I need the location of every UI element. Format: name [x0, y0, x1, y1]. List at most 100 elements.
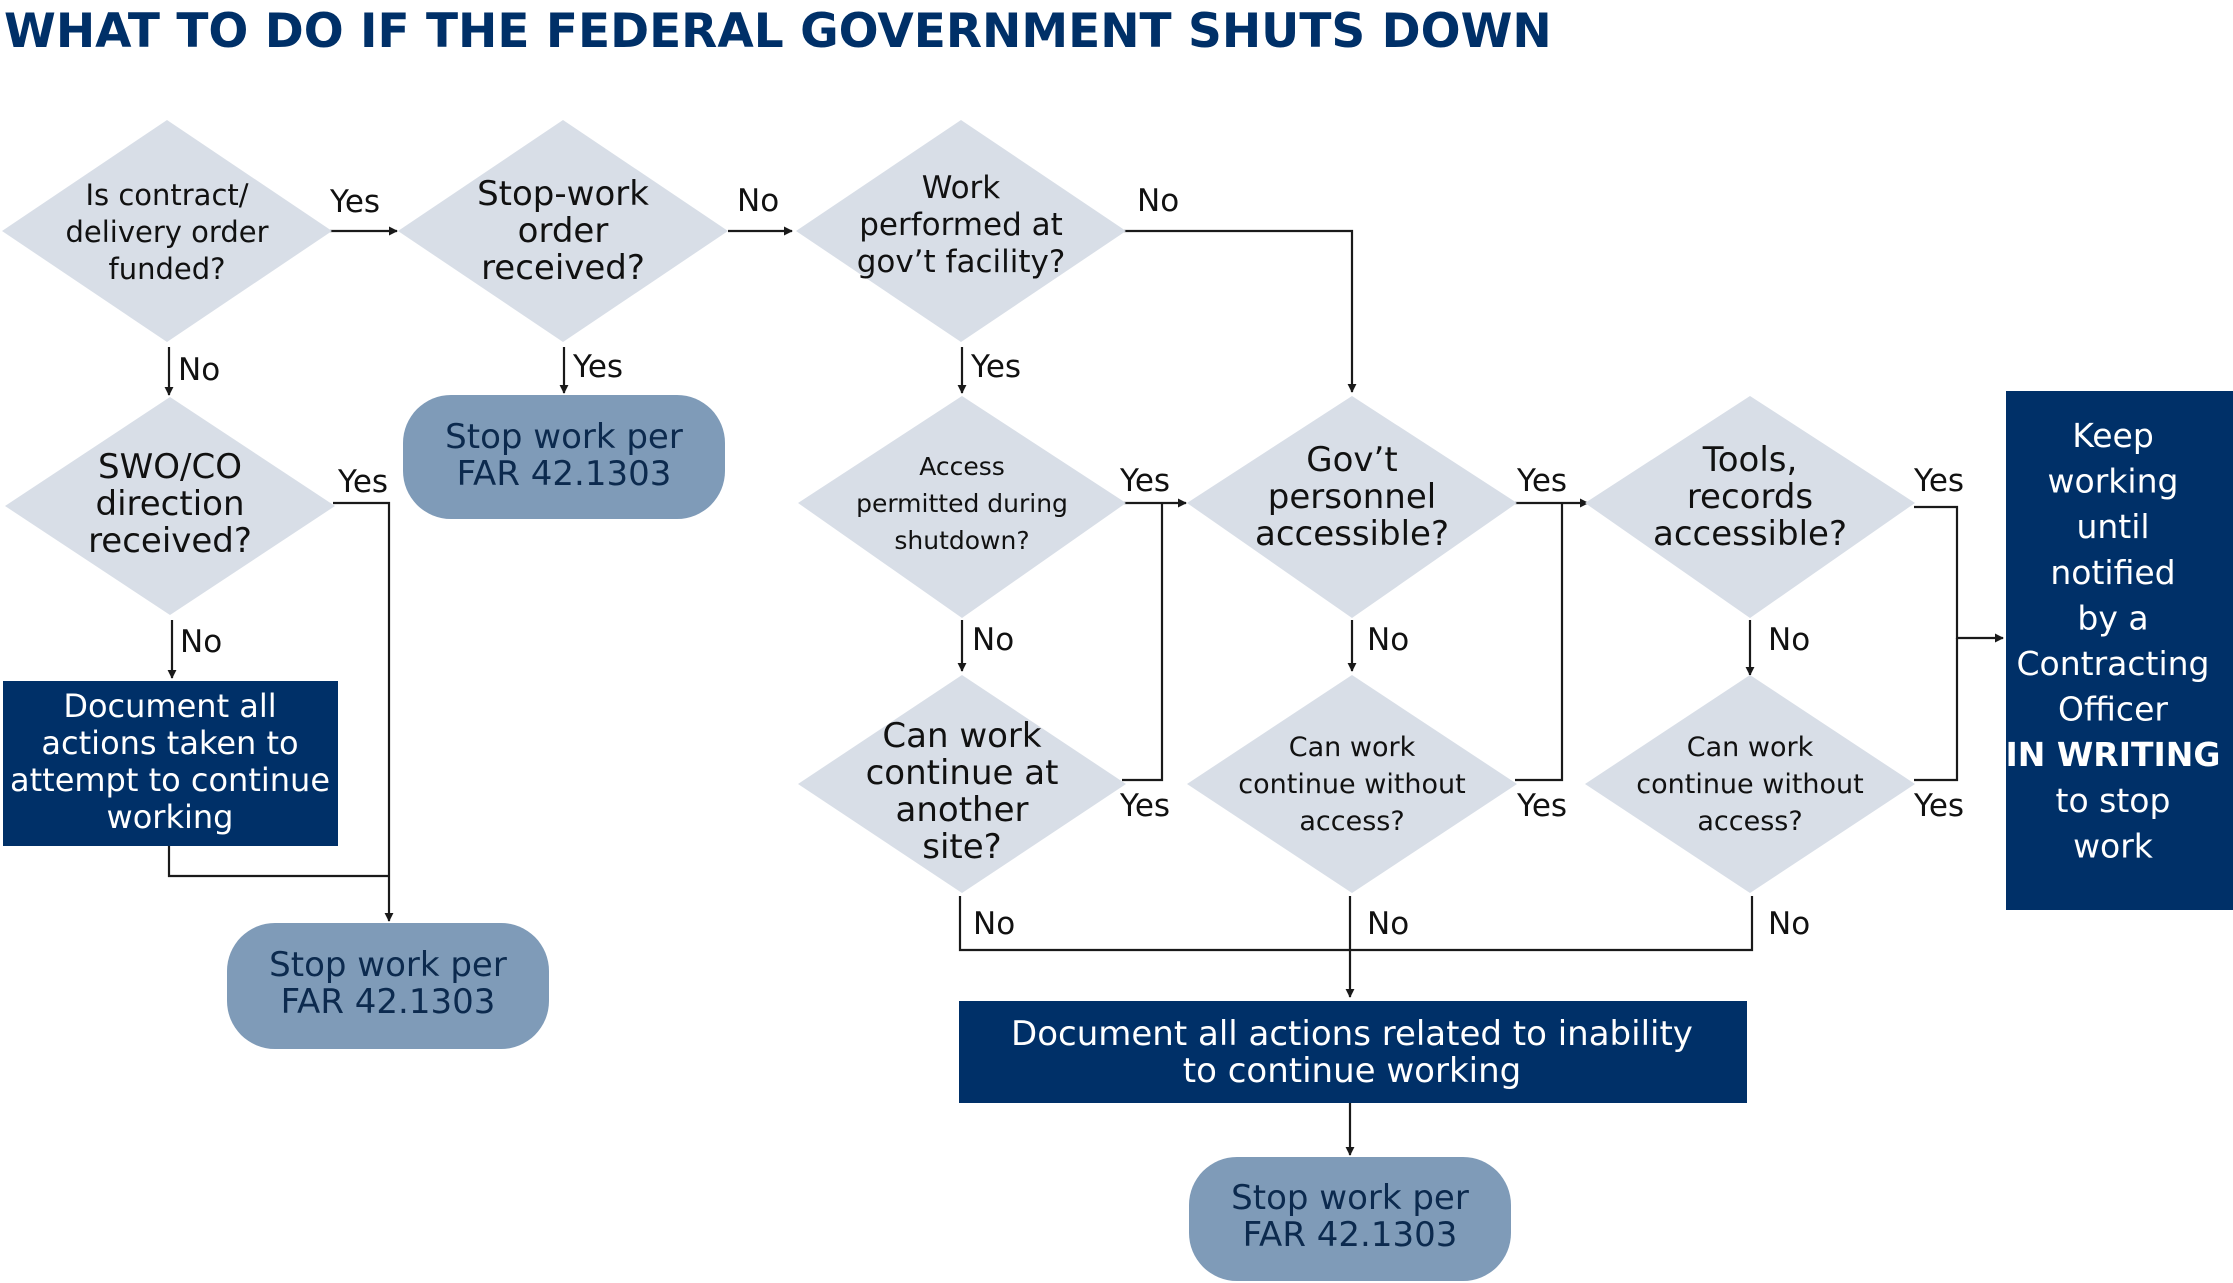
swo-co-line: direction — [96, 484, 245, 524]
keep-working-line: by a — [2077, 598, 2148, 637]
document-inability-label: Document all actions related to inabilit… — [1011, 1014, 1693, 1091]
page-title: WHAT TO DO IF THE FEDERAL GOVERNMENT SHU… — [4, 4, 1552, 59]
edge-site-yes — [1122, 503, 1164, 782]
edge-site-no — [958, 896, 1754, 952]
decision-cont1-shape — [1187, 675, 1517, 893]
edge-cont1-yes — [1515, 503, 1564, 782]
keep-working-line: IN WRITING — [2006, 735, 2221, 774]
label-site-yes: Yes — [1119, 788, 1170, 824]
continue-no-access-2-line: Can work — [1687, 732, 1814, 763]
document-attempt-shape — [3, 681, 338, 846]
document-attempt-line: Document all — [63, 687, 276, 725]
gov-personnel-line: personnel — [1268, 477, 1436, 517]
access-permitted-line: permitted during — [856, 489, 1068, 518]
funded-line: funded? — [108, 252, 225, 286]
decision-access-label: Access permitted during shutdown? — [856, 452, 1068, 555]
tools-records-line: records — [1687, 477, 1813, 517]
label-swo-no: No — [180, 624, 222, 660]
decision-cont1-label: Can work continue without access? — [1238, 732, 1465, 837]
continue-no-access-1-line: access? — [1299, 806, 1404, 837]
funded-line: Is contract/ — [85, 178, 248, 212]
document-attempt-line: actions taken to — [41, 724, 298, 762]
label-facility-yes: Yes — [970, 349, 1021, 385]
terminals — [227, 395, 1511, 1281]
another-site-line: site? — [922, 827, 1001, 867]
label-access-yes: Yes — [1119, 463, 1170, 499]
another-site-line: continue at — [866, 753, 1059, 793]
label-cont1-no: No — [1367, 906, 1409, 942]
continue-no-access-1-line: Can work — [1289, 732, 1416, 763]
edge-cont2-yes — [1914, 638, 1959, 782]
stop-3-line: Stop work per — [1231, 1178, 1469, 1218]
access-permitted-line: Access — [919, 452, 1005, 481]
keep-working-line: Officer — [2058, 690, 2168, 729]
keep-working-line: notified — [2050, 553, 2175, 592]
gov-facility-line: gov’t facility? — [857, 244, 1066, 280]
edge-document-attempt — [167, 846, 389, 878]
label-cont2-no: No — [1768, 906, 1810, 942]
label-cont1-yes: Yes — [1516, 788, 1567, 824]
gov-facility-line: Work — [922, 170, 1001, 206]
document-inability-line: Document all actions related to inabilit… — [1011, 1014, 1693, 1054]
keep-working-line: work — [2073, 826, 2154, 865]
decision-stopwork-shape — [398, 120, 728, 342]
decision-access-shape — [798, 396, 1126, 618]
stop-3-shape — [1189, 1157, 1511, 1281]
document-inability-line: to continue working — [1183, 1051, 1521, 1091]
continue-no-access-2-line: access? — [1697, 806, 1802, 837]
document-attempt-line: attempt to continue — [10, 761, 330, 799]
gov-personnel-line: Gov’t — [1306, 440, 1397, 480]
access-permitted-line: shutdown? — [894, 526, 1029, 555]
continue-no-access-2-line: continue without — [1636, 769, 1863, 800]
stop-3-line: FAR 42.1303 — [1243, 1215, 1458, 1255]
label-site-no: No — [973, 906, 1015, 942]
document-inability-shape — [959, 1001, 1747, 1103]
label-access-no: No — [972, 622, 1014, 658]
keep-working-shape — [2006, 391, 2233, 910]
label-cont2-yes: Yes — [1913, 788, 1964, 824]
stop-1-line: Stop work per — [445, 417, 683, 457]
another-site-line: Can work — [882, 716, 1042, 756]
tools-records-line: Tools, — [1702, 440, 1798, 480]
decision-cont2-label: Can work continue without access? — [1636, 732, 1863, 837]
swo-co-line: received? — [88, 521, 252, 561]
stopwork-received-line: Stop-work — [477, 174, 649, 214]
label-personnel-yes: Yes — [1516, 463, 1567, 499]
document-attempt-line: working — [107, 798, 234, 836]
edge-swo-yes — [333, 501, 394, 922]
continue-no-access-1-line: continue without — [1238, 769, 1465, 800]
keep-working-line: to stop — [2056, 781, 2171, 820]
action-boxes — [3, 391, 2233, 1103]
label-tools-yes: Yes — [1913, 463, 1964, 499]
decision-funded-shape — [2, 120, 332, 342]
stopwork-received-line: order — [518, 211, 609, 251]
label-personnel-no: No — [1367, 622, 1409, 658]
label-tools-no: No — [1768, 622, 1810, 658]
keep-working-line: working — [2048, 462, 2179, 501]
label-swo-yes: Yes — [337, 464, 388, 500]
stop-2-shape — [227, 923, 549, 1049]
keep-working-line: Contracting — [2017, 644, 2210, 683]
stop-1-shape — [403, 395, 725, 519]
decision-personnel-shape — [1187, 396, 1517, 618]
stop-2-line: FAR 42.1303 — [281, 982, 496, 1022]
label-stopwork-yes: Yes — [572, 349, 623, 385]
stopwork-received-line: received? — [481, 248, 645, 288]
label-facility-no: No — [1137, 183, 1179, 219]
keep-working-line: Keep — [2072, 416, 2154, 455]
decision-swo-shape — [5, 397, 335, 615]
label-stopwork-no: No — [737, 183, 779, 219]
tools-records-line: accessible? — [1653, 514, 1847, 554]
stop-2-line: Stop work per — [269, 945, 507, 985]
